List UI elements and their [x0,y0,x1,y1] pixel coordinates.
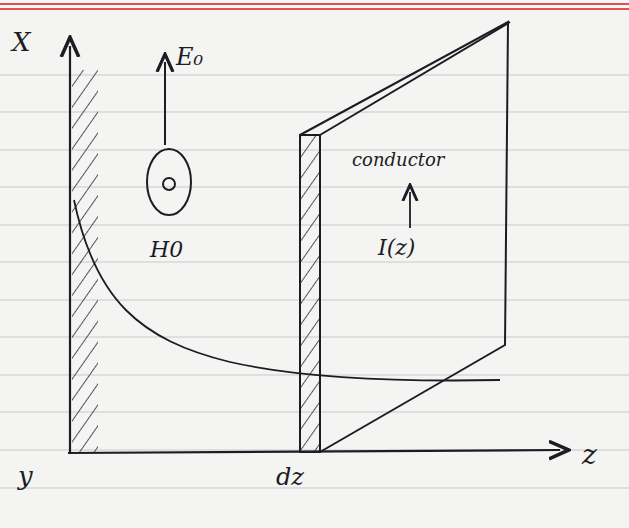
field-decay-curve [74,200,500,380]
h-field-loop [147,149,191,215]
e-field-arrow [164,62,166,145]
out-of-page-symbol [163,178,175,190]
conductor-label: conductor [352,150,444,170]
plate-face [300,135,320,452]
axis-label: z [582,440,597,471]
field-label: H0 [150,238,183,262]
axis-label: y [18,462,33,491]
axis-label: X [12,28,31,57]
plate-edge [320,22,510,135]
field-label: E₀ [176,44,203,70]
dimension-label: dz [276,464,304,490]
paper-lines [0,4,629,488]
current-label: I(z) [378,236,415,260]
x-axis [69,46,71,454]
current-arrow [409,192,411,228]
conductor-plate [300,22,508,452]
